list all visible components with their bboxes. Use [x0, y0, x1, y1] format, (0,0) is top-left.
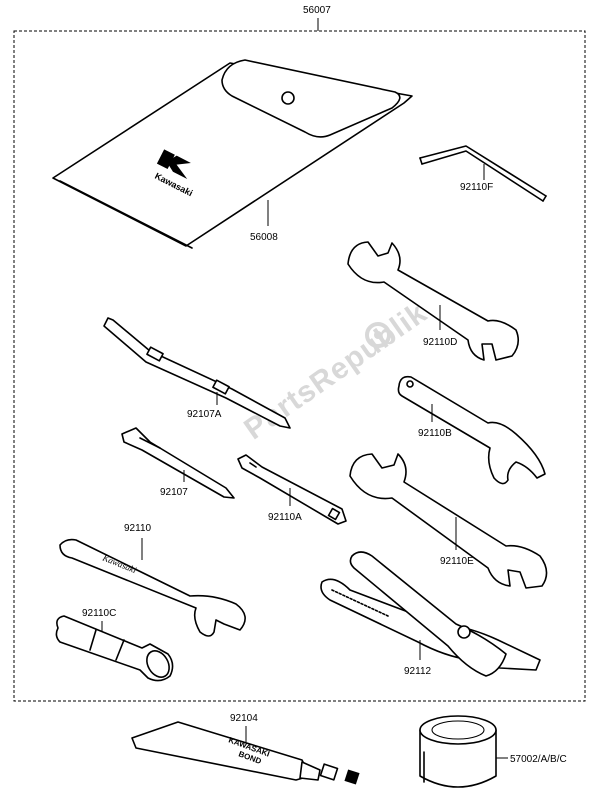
label-wrench-e: 92110E — [440, 556, 474, 567]
spark-plug-wrench: 92110C — [55, 608, 174, 682]
label-pouch: 56008 — [250, 232, 278, 243]
label-pliers: 92112 — [404, 666, 432, 677]
flat-wrench: 92110A — [237, 454, 347, 525]
tool-pouch: Kawasaki 56008 — [52, 59, 413, 249]
label-tin: 57002/A/B/C — [510, 754, 567, 765]
screwdriver: 92107 — [121, 427, 235, 499]
label-wrench: 92110 — [124, 523, 152, 534]
label-hook-wrench: 92110B — [418, 428, 452, 439]
open-end-wrench-d: 92110D — [347, 241, 520, 361]
label-hex-key: 92110F — [460, 182, 493, 193]
bond-tube: KAWASAKI BOND 92104 — [131, 713, 360, 785]
screwdriver-handle: 92107A — [103, 317, 291, 429]
open-end-wrench-e: 92110E — [349, 453, 548, 589]
label-wrench-d: 92110D — [423, 337, 457, 348]
tin-can: 57002/A/B/C — [419, 715, 567, 788]
watermark-text: PartsRepublik — [238, 296, 433, 446]
label-flat-wrench: 92110A — [268, 512, 302, 523]
label-spark-plug-wrench: 92110C — [82, 608, 116, 619]
label-bond-tube: 92104 — [230, 713, 258, 724]
pliers: 92112 — [320, 551, 541, 677]
open-end-wrench: Kawasaki 92110 — [59, 523, 246, 637]
hex-key: 92110F — [419, 145, 547, 202]
label-screwdriver: 92107 — [160, 487, 188, 498]
label-kit: 56007 — [303, 5, 331, 16]
watermark-gear-icon — [365, 322, 391, 348]
hook-wrench: 92110B — [397, 375, 546, 485]
label-screwdriver-handle: 92107A — [187, 409, 222, 420]
kit-frame — [13, 30, 586, 702]
